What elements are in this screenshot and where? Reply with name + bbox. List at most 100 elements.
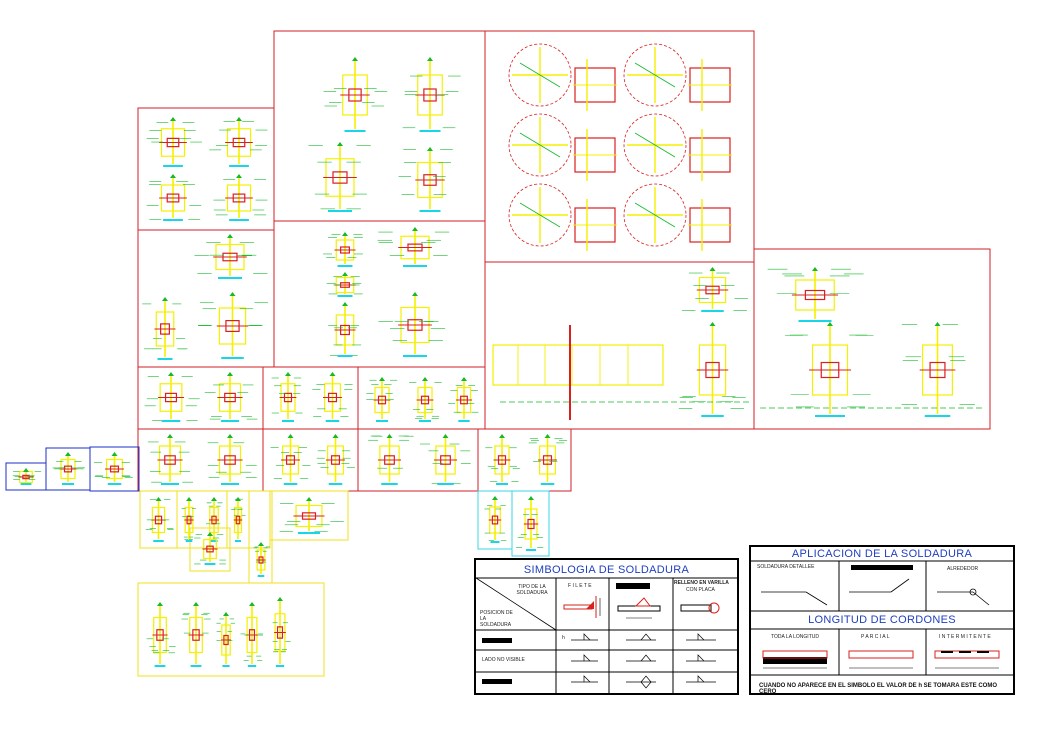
detail-frame bbox=[269, 490, 349, 541]
callout-arrow bbox=[337, 142, 343, 146]
callout-arrow bbox=[168, 372, 174, 376]
legend-simbologia-grid bbox=[476, 577, 737, 693]
detail-label-bar bbox=[419, 210, 441, 212]
callout-arrow bbox=[306, 497, 312, 501]
detail-label-bar bbox=[344, 130, 366, 132]
legend-aplicacion-title: APLICACION DE LA SOLDADURA bbox=[791, 548, 973, 560]
callout-arrow bbox=[442, 434, 449, 438]
corner-tipo-label: TIPO DE LA SOLDADURA bbox=[516, 584, 548, 596]
callout-arrow bbox=[162, 297, 168, 301]
detail-frame bbox=[753, 248, 991, 430]
callout-arrow bbox=[186, 497, 192, 501]
detail-label-bar bbox=[283, 483, 298, 485]
detail-label-bar bbox=[701, 415, 724, 417]
detail-label-bar bbox=[328, 483, 343, 485]
callout-arrow bbox=[709, 322, 716, 326]
detail-label-bar bbox=[328, 210, 352, 212]
callout-arrow bbox=[236, 117, 242, 121]
callout-arrow bbox=[427, 57, 433, 61]
corner-posicion-label: POSICION DE LA SOLDADURA bbox=[480, 610, 513, 628]
callout-arrow bbox=[227, 234, 233, 238]
detail-label-bar bbox=[419, 130, 441, 132]
detail-label-bar bbox=[235, 540, 241, 542]
callout-arrow bbox=[170, 174, 176, 178]
callout-arrow bbox=[827, 322, 833, 326]
detail-frame bbox=[137, 107, 275, 231]
callout-arrow bbox=[709, 267, 716, 271]
detail-frame bbox=[273, 30, 486, 222]
detail-label-bar bbox=[701, 310, 724, 312]
detail-label-bar bbox=[297, 532, 321, 534]
detail-label-bar bbox=[540, 483, 555, 485]
callout-arrow bbox=[258, 542, 264, 546]
detail-label-bar bbox=[161, 483, 179, 485]
detail-frame bbox=[357, 428, 479, 492]
callout-arrow bbox=[812, 267, 818, 271]
detail-label-bar bbox=[20, 483, 32, 485]
truss-chord bbox=[492, 344, 664, 386]
callout-arrow bbox=[155, 497, 162, 501]
callout-arrow bbox=[167, 434, 173, 438]
soldadura-detallee-label: SOLDADURA DETALLEE bbox=[757, 564, 815, 570]
callout-arrow bbox=[332, 434, 339, 438]
callout-arrow bbox=[285, 372, 291, 376]
node-brace bbox=[634, 62, 676, 88]
callout-arrow bbox=[249, 602, 255, 606]
parcial-label: P A R C I A L bbox=[861, 634, 890, 640]
callout-arrow bbox=[528, 496, 534, 500]
detail-label-bar bbox=[275, 665, 285, 667]
detail-frame bbox=[262, 366, 359, 430]
detail-label-bar bbox=[325, 420, 340, 422]
callout-arrow bbox=[934, 322, 941, 326]
callout-arrow bbox=[461, 377, 467, 381]
detail-label-bar bbox=[815, 415, 845, 417]
detail-label-bar bbox=[337, 295, 353, 297]
detail-label-bar bbox=[107, 483, 122, 485]
detail-label-bar bbox=[437, 483, 454, 485]
node-circle bbox=[623, 113, 687, 177]
callout-arrow bbox=[211, 497, 217, 501]
callout-arrow bbox=[235, 497, 241, 501]
detail-label-bar bbox=[282, 420, 294, 422]
node-circle bbox=[623, 183, 687, 247]
detail-frame bbox=[89, 446, 140, 492]
node-brace bbox=[634, 132, 676, 158]
detail-label-bar bbox=[496, 483, 508, 485]
detail-label-bar bbox=[924, 415, 951, 417]
callout-arrow bbox=[544, 434, 551, 438]
node-circle bbox=[508, 183, 572, 247]
callout-arrow bbox=[342, 302, 348, 306]
detail-label-bar bbox=[525, 549, 537, 551]
callout-arrow bbox=[499, 434, 505, 438]
detail-label-bar bbox=[62, 483, 74, 485]
detail-label-bar bbox=[229, 219, 249, 221]
detail-label-bar bbox=[381, 483, 398, 485]
legend-simbologia: SIMBOLOGIA DE SOLDADURA bbox=[474, 558, 739, 695]
node-brace bbox=[519, 202, 561, 228]
detail-frame bbox=[484, 30, 755, 263]
callout-arrow bbox=[23, 468, 29, 472]
detail-frame bbox=[137, 428, 264, 492]
detail-label-bar bbox=[798, 320, 832, 322]
detail-label-bar bbox=[257, 575, 265, 577]
callout-arrow bbox=[492, 496, 498, 500]
detail-label-bar bbox=[403, 355, 427, 357]
callout-arrow bbox=[170, 117, 176, 121]
detail-label-bar bbox=[163, 165, 183, 167]
detail-label-bar bbox=[154, 665, 166, 667]
toda-longitud-label: TODA LA LONGITUD bbox=[771, 634, 819, 640]
detail-label-bar bbox=[153, 540, 164, 542]
detail-label-bar bbox=[190, 665, 202, 667]
callout-arrow bbox=[157, 602, 163, 606]
weld-size-label: h bbox=[562, 635, 565, 641]
callout-arrow bbox=[379, 377, 385, 381]
callout-arrow bbox=[236, 174, 242, 178]
detail-label-bar bbox=[221, 357, 244, 359]
node-circle bbox=[623, 43, 687, 107]
detail-label-bar bbox=[247, 665, 257, 667]
legend-longitud-title: LONGITUD DE CORDONES bbox=[808, 614, 956, 626]
callout-arrow bbox=[329, 372, 336, 376]
detail-label-bar bbox=[221, 420, 239, 422]
detail-label-bar bbox=[490, 541, 500, 543]
